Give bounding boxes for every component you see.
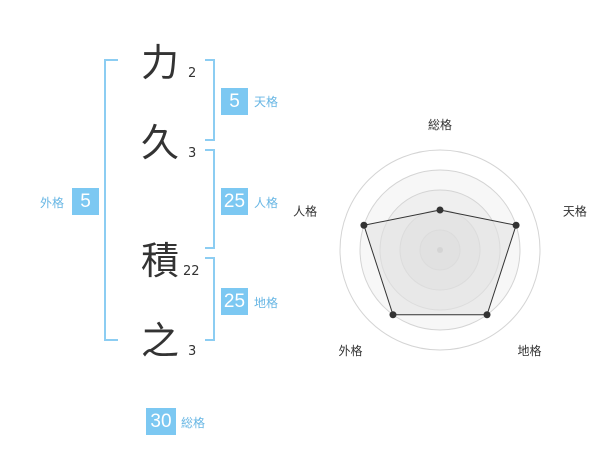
chikaku-bracket bbox=[205, 257, 215, 341]
stroke-count-1: 2 bbox=[188, 66, 197, 81]
name-char-1: 力 bbox=[141, 41, 180, 85]
jinkaku-bracket bbox=[205, 149, 215, 249]
radar-axis-label-2: 天格 bbox=[563, 203, 587, 218]
radar-point-5 bbox=[360, 221, 368, 229]
tenkaku-value: 5 bbox=[221, 88, 248, 115]
tenkaku-bracket bbox=[205, 59, 215, 141]
radar-point-4 bbox=[389, 311, 397, 319]
radar-axis-label-1: 総格 bbox=[428, 117, 452, 132]
name-char-3: 積 bbox=[141, 239, 180, 283]
chikaku-label: 地格 bbox=[254, 296, 279, 310]
stroke-count-2: 3 bbox=[188, 146, 197, 161]
soukaku-value: 30 bbox=[146, 408, 176, 435]
radar-point-3 bbox=[483, 311, 491, 319]
radar-value-polygon bbox=[363, 209, 517, 316]
radar-axis-label-5: 人格 bbox=[293, 203, 317, 218]
soukaku-label: 総格 bbox=[181, 416, 206, 430]
stroke-count-3: 22 bbox=[183, 264, 200, 279]
jinkaku-value: 25 bbox=[221, 188, 248, 215]
radar-point-2 bbox=[512, 221, 520, 229]
chikaku-value: 25 bbox=[221, 288, 248, 315]
jinkaku-label: 人格 bbox=[254, 196, 279, 210]
gaikaku-bracket bbox=[104, 59, 118, 341]
tenkaku-label: 天格 bbox=[254, 95, 279, 109]
radar-axis-label-3: 地格 bbox=[517, 343, 541, 358]
name-char-2: 久 bbox=[141, 121, 180, 165]
gaikaku-value: 5 bbox=[72, 188, 99, 215]
name-char-4: 之 bbox=[141, 319, 180, 363]
gaikaku-label: 外格 bbox=[40, 196, 65, 210]
radar-point-1 bbox=[436, 206, 444, 214]
stroke-count-4: 3 bbox=[188, 344, 197, 359]
radar-axis-label-4: 外格 bbox=[339, 343, 363, 358]
